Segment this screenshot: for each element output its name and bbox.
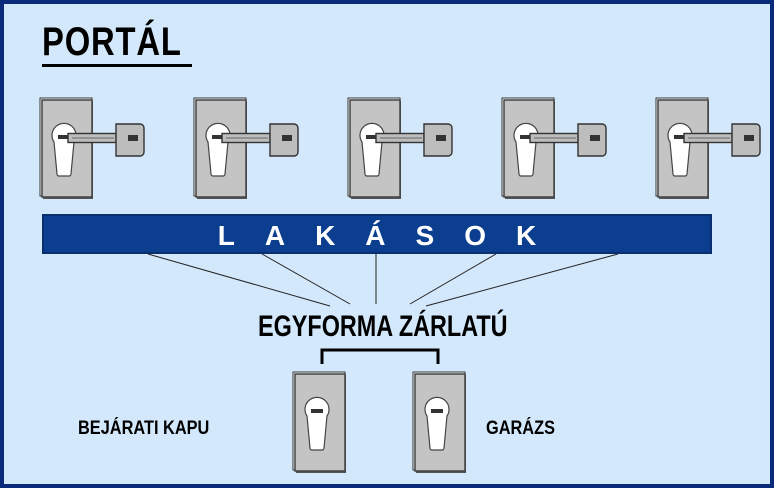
door-lock-icon [412, 371, 467, 474]
door-lock-icon [193, 97, 248, 200]
connector-line [261, 253, 351, 305]
door-lock-icon [655, 97, 710, 200]
door-lock-icon [501, 97, 556, 200]
entrance-gate-lock [292, 371, 347, 474]
apartments-band: LAKÁSOK [42, 214, 712, 254]
apartment-lock-3 [347, 97, 453, 200]
connector-line [409, 253, 497, 305]
entrance-gate-label: BEJÁRATI KAPU [78, 418, 210, 439]
apartment-lock-1 [39, 97, 145, 200]
garage-label: GARÁZS [486, 418, 556, 439]
connector-line [147, 253, 331, 307]
door-lock-icon [39, 97, 94, 200]
apartments-label: LAKÁSOK [217, 220, 567, 251]
apartment-lock-4 [501, 97, 607, 200]
connector-line [425, 253, 619, 307]
door-lock-icon [292, 371, 347, 474]
apartment-lock-5 [655, 97, 761, 200]
bracket [320, 348, 440, 364]
garage-lock [412, 371, 467, 474]
apartment-lock-2 [193, 97, 299, 200]
same-lock-label: EGYFORMA ZÁRLATÚ [258, 310, 508, 343]
door-lock-icon [347, 97, 402, 200]
page-title: PORTÁL [42, 20, 182, 64]
connector-lines [147, 253, 619, 307]
title-underline [42, 64, 192, 67]
